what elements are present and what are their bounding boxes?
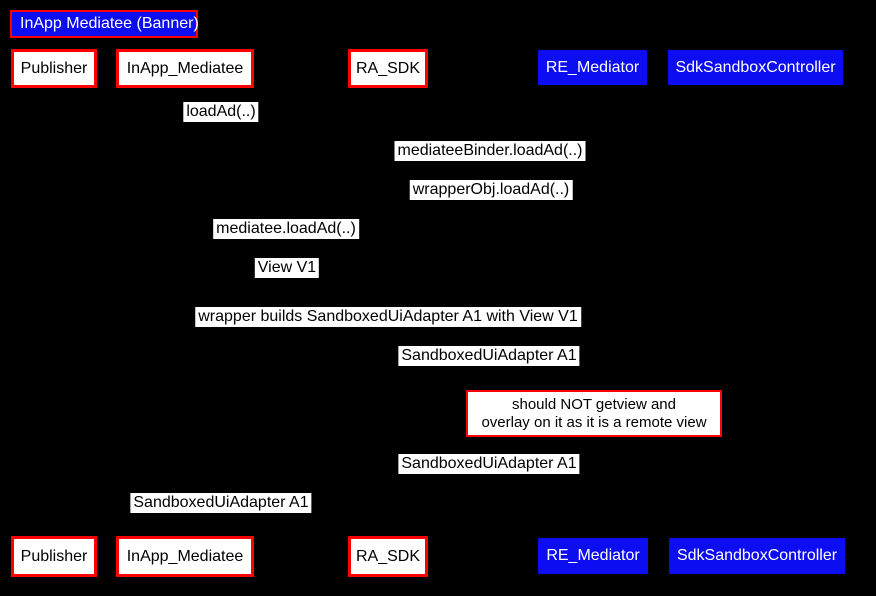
actor-label: RE_Mediator bbox=[546, 547, 640, 564]
actor-label: RE_Mediator bbox=[545, 58, 640, 76]
message-view-v1: View V1 bbox=[254, 258, 320, 278]
diagram-title: InApp Mediatee (Banner) bbox=[10, 10, 199, 38]
actor-label: InApp_Mediatee bbox=[126, 547, 244, 565]
actor-label: SdkSandboxController bbox=[676, 547, 838, 564]
note-line-2: overlay on it as it is a remote view bbox=[481, 413, 707, 431]
actor-bottom-sdk-sandbox-controller: SdkSandboxController bbox=[669, 538, 845, 574]
actor-label: Publisher bbox=[20, 59, 88, 77]
actor-bottom-publisher: Publisher bbox=[11, 536, 97, 577]
note-line-1: should NOT getview and bbox=[512, 395, 676, 413]
message-sandboxeduiadapter-a1-to-publisher: SandboxedUiAdapter A1 bbox=[130, 493, 312, 513]
actor-label: InApp_Mediatee bbox=[126, 59, 244, 77]
actor-bottom-re-mediator: RE_Mediator bbox=[538, 538, 648, 574]
note-remote-view-warning: should NOT getview and overlay on it as … bbox=[466, 390, 722, 437]
message-sandboxeduiadapter-a1-return: SandboxedUiAdapter A1 bbox=[398, 454, 580, 474]
message-mediateebinder-loadad: mediateeBinder.loadAd(..) bbox=[394, 141, 586, 161]
message-sandboxeduiadapter-a1-to-mediator: SandboxedUiAdapter A1 bbox=[398, 346, 580, 366]
message-loadad: loadAd(..) bbox=[183, 102, 259, 122]
message-wrapperobj-loadad: wrapperObj.loadAd(..) bbox=[409, 180, 573, 200]
actor-label: RA_SDK bbox=[355, 59, 421, 77]
actor-top-ra-sdk: RA_SDK bbox=[348, 49, 428, 88]
message-wrapper-builds-adapter: wrapper builds SandboxedUiAdapter A1 wit… bbox=[195, 307, 581, 327]
actor-label: SdkSandboxController bbox=[675, 58, 836, 76]
message-mediatee-loadad: mediatee.loadAd(..) bbox=[213, 219, 359, 239]
actor-top-publisher: Publisher bbox=[11, 49, 97, 88]
diagram-title-label: InApp Mediatee (Banner) bbox=[20, 15, 199, 32]
actor-bottom-ra-sdk: RA_SDK bbox=[348, 536, 428, 577]
actor-label: Publisher bbox=[20, 547, 88, 565]
actor-bottom-inapp-mediatee: InApp_Mediatee bbox=[116, 536, 254, 577]
actor-top-sdk-sandbox-controller: SdkSandboxController bbox=[668, 50, 843, 85]
actor-label: RA_SDK bbox=[355, 547, 421, 565]
actor-top-inapp-mediatee: InApp_Mediatee bbox=[116, 49, 254, 88]
actor-top-re-mediator: RE_Mediator bbox=[538, 50, 647, 85]
